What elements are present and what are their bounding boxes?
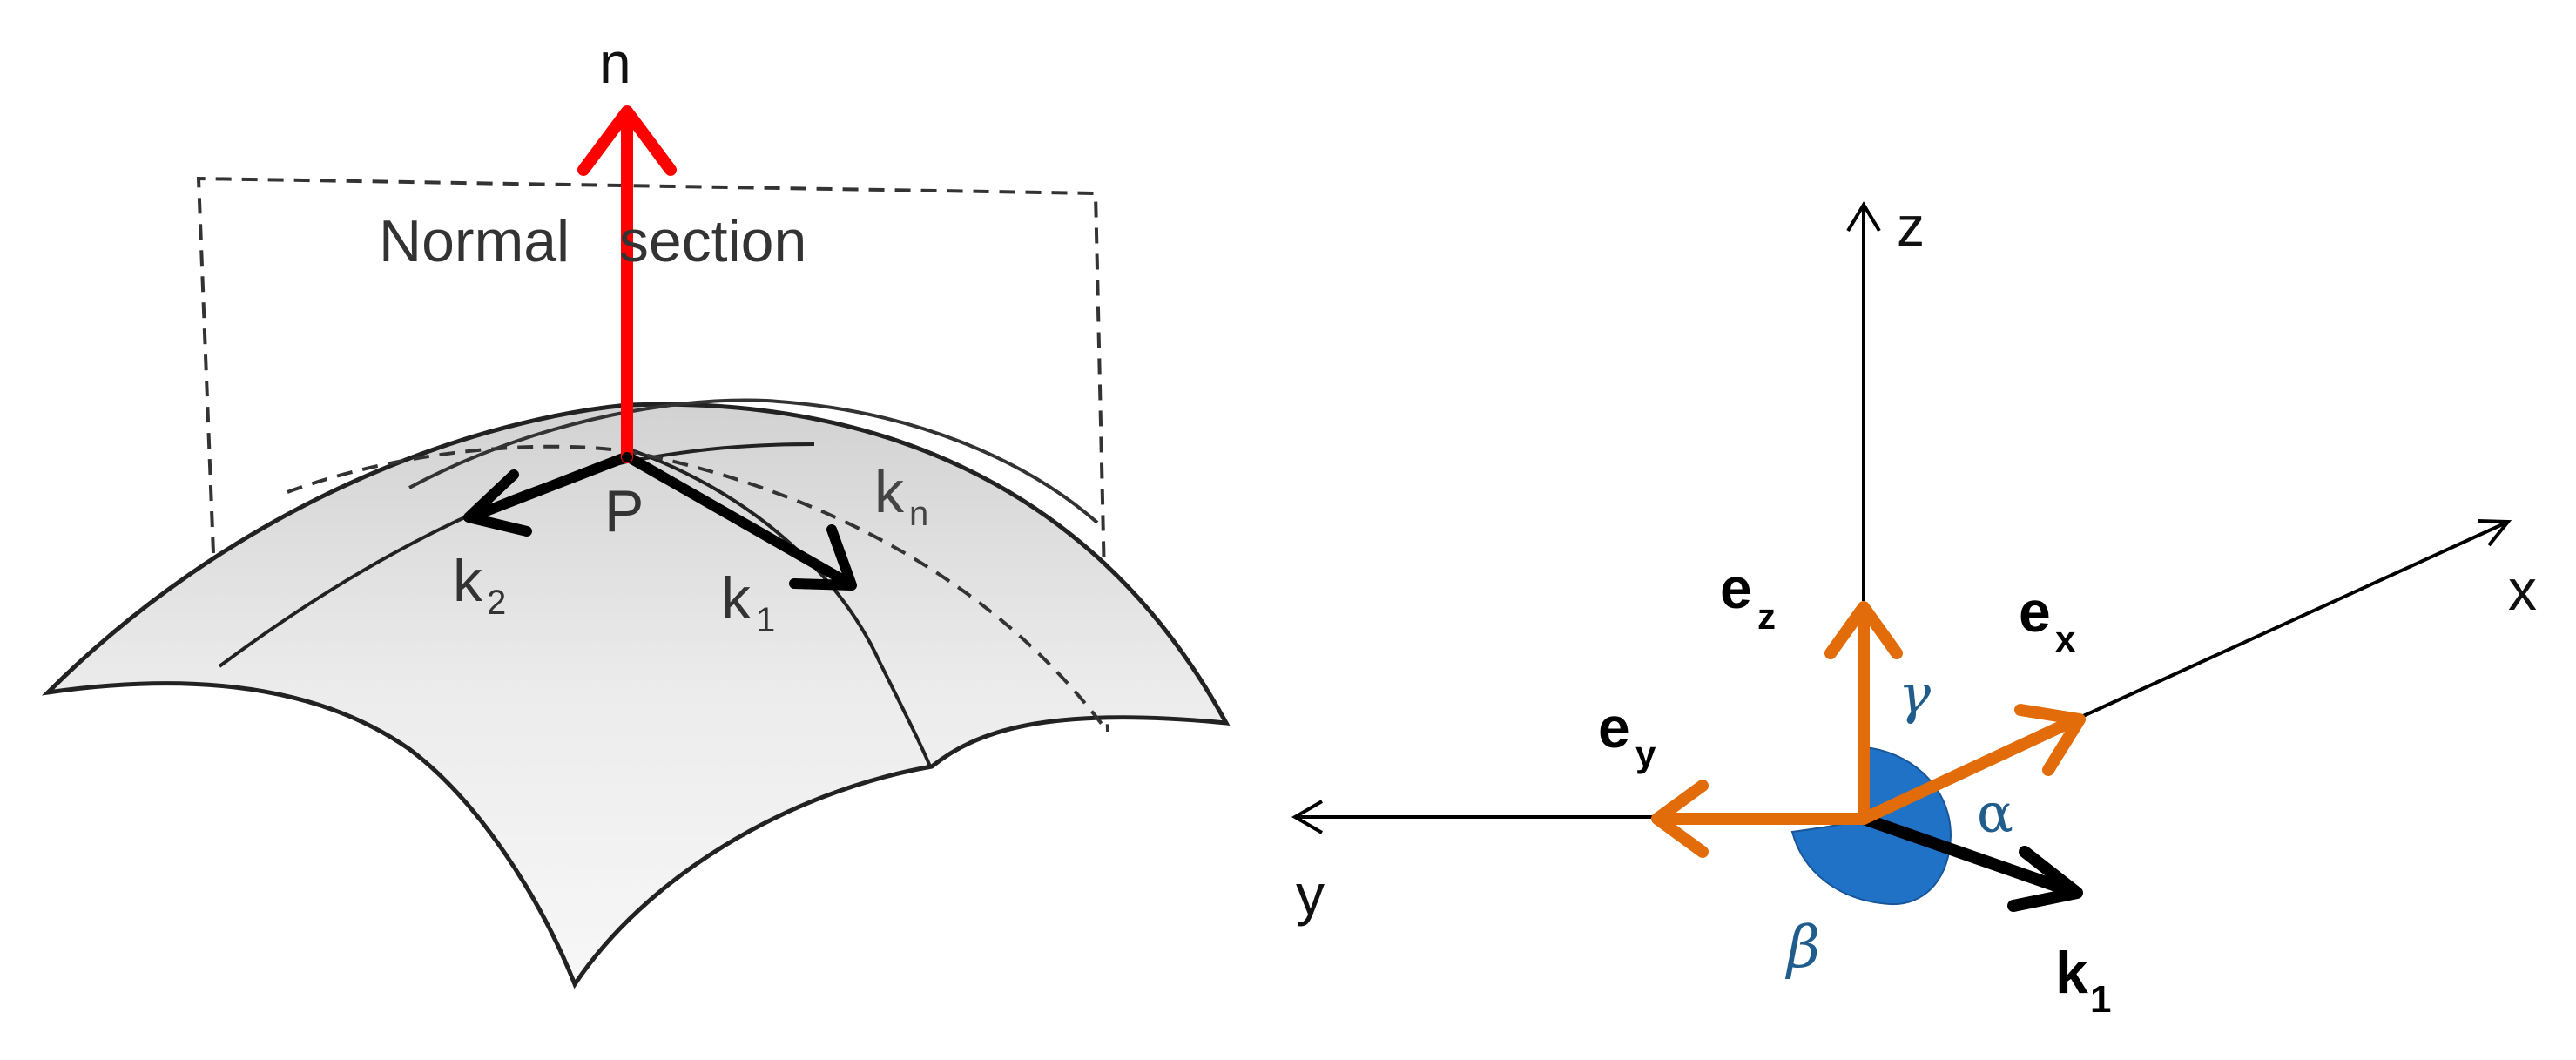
svg-text:e: e xyxy=(1720,556,1752,620)
surface-diagram: n Normal section P k 2 k 1 k n xyxy=(41,30,1231,989)
beta-label: β xyxy=(1784,914,1820,981)
alpha-label: α xyxy=(1977,781,2013,845)
svg-text:k: k xyxy=(453,548,483,614)
normal-section-curve xyxy=(287,444,1106,729)
ey-vector xyxy=(1651,780,1870,858)
normal-label: n xyxy=(599,30,631,95)
curved-surface xyxy=(41,402,1231,989)
svg-text:1: 1 xyxy=(756,601,775,639)
k1-basis-vector xyxy=(1858,813,2083,912)
svg-text:n: n xyxy=(909,495,928,533)
svg-text:x: x xyxy=(2055,618,2076,659)
ey-label: e y xyxy=(1598,695,1656,774)
normal-section-label: Normal section xyxy=(379,208,806,274)
svg-text:e: e xyxy=(2019,579,2051,644)
ex-label: e x xyxy=(2019,579,2076,659)
point-p-marker xyxy=(622,452,632,462)
ez-label: e z xyxy=(1720,556,1776,637)
k1-vector xyxy=(624,452,857,591)
surface-back-edge xyxy=(408,398,1099,524)
z-axis xyxy=(1846,201,1881,601)
svg-text:z: z xyxy=(1757,596,1776,637)
point-p-label: P xyxy=(604,478,644,544)
gamma-label: γ xyxy=(1898,662,1932,726)
y-axis-label: y xyxy=(1296,862,1325,927)
k2-vector xyxy=(463,452,631,537)
coordinate-diagram: z x y e z e x e y k 1 γ α β xyxy=(1291,195,2537,1021)
x-axis xyxy=(2080,519,2512,719)
svg-text:e: e xyxy=(1598,695,1630,760)
k1-basis-label: k 1 xyxy=(2055,940,2111,1021)
z-axis-label: z xyxy=(1897,195,1925,258)
k1-label: k 1 xyxy=(721,565,775,639)
normal-section-plane xyxy=(196,176,1109,733)
svg-text:k: k xyxy=(874,459,905,525)
normal-vector xyxy=(577,105,677,463)
ez-vector xyxy=(1824,601,1903,825)
svg-text:k: k xyxy=(2055,940,2088,1006)
k2-label: k 2 xyxy=(453,548,506,622)
svg-text:1: 1 xyxy=(2090,978,2111,1021)
svg-text:k: k xyxy=(721,565,752,631)
svg-text:y: y xyxy=(1635,733,1656,774)
kn-label: k n xyxy=(874,459,928,533)
svg-text:2: 2 xyxy=(487,584,506,622)
x-axis-label: x xyxy=(2508,557,2537,622)
y-axis xyxy=(1291,800,1655,834)
ex-vector xyxy=(1858,704,2086,825)
surface-line-k1 xyxy=(626,447,932,767)
